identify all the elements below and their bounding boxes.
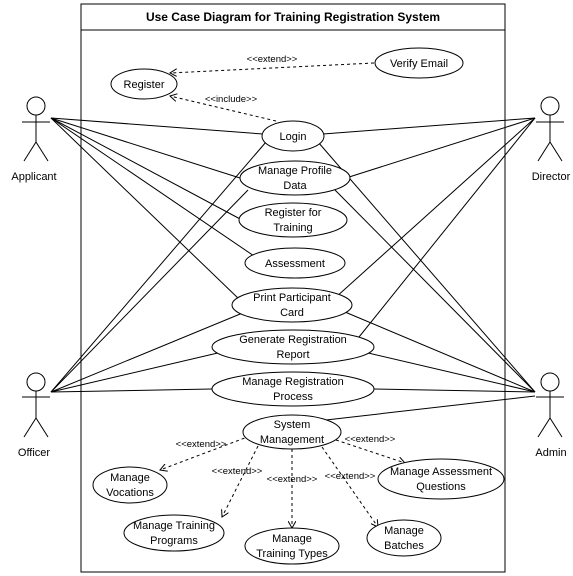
- svg-text:Questions: Questions: [416, 481, 466, 493]
- actor-admin: Admin: [535, 372, 567, 459]
- stick-figure-icon: [536, 96, 564, 162]
- use-case-manage-batches: Manage Batches: [366, 519, 442, 557]
- use-case-verify-email: Verify Email: [374, 47, 464, 79]
- use-case-manage-vocations: Manage Vocations: [92, 466, 168, 504]
- applicant-associations: [50, 117, 264, 301]
- actor-label: Applicant: [11, 171, 56, 183]
- admin-associations: [317, 141, 536, 421]
- label-extend-programs: <<extend>>: [212, 466, 263, 477]
- svg-text:Assessment: Assessment: [265, 258, 325, 270]
- svg-text:Generate Registration: Generate Registration: [239, 334, 347, 346]
- label-extend-types: <<extend>>: [267, 474, 318, 485]
- svg-text:Card: Card: [280, 307, 304, 319]
- svg-text:Print Participant: Print Participant: [253, 292, 331, 304]
- label-extend-verify: <<extend>>: [247, 54, 298, 65]
- svg-text:Vocations: Vocations: [106, 487, 154, 499]
- extend-questions: [335, 439, 405, 463]
- svg-text:Verify Email: Verify Email: [390, 58, 448, 70]
- svg-text:System: System: [274, 419, 311, 431]
- use-case-manage-profile: Manage Profile Data: [239, 160, 351, 196]
- svg-text:Manage Training: Manage Training: [133, 520, 215, 532]
- officer-associations: [50, 141, 267, 393]
- stick-figure-icon: [22, 96, 50, 162]
- svg-text:Manage: Manage: [384, 525, 424, 537]
- svg-text:Report: Report: [276, 349, 309, 361]
- extend-verify-email: [170, 62, 375, 73]
- svg-text:Management: Management: [260, 434, 324, 446]
- actor-label: Admin: [535, 447, 566, 459]
- use-case-manage-process: Manage Registration Process: [211, 371, 375, 407]
- use-case-manage-questions: Manage Assessment Questions: [377, 458, 505, 500]
- svg-text:Login: Login: [280, 131, 307, 143]
- director-associations: [322, 117, 536, 343]
- use-case-assessment: Assessment: [244, 247, 346, 279]
- actor-label: Officer: [18, 447, 51, 459]
- extend-vocations: [160, 435, 251, 470]
- include-login-register: [170, 96, 277, 122]
- svg-text:Process: Process: [273, 391, 313, 403]
- actor-officer: Officer: [18, 372, 51, 459]
- stick-figure-icon: [536, 372, 564, 438]
- use-case-system-management: System Management: [242, 414, 342, 450]
- svg-text:Batches: Batches: [384, 540, 424, 552]
- actor-applicant: Applicant: [11, 96, 57, 183]
- svg-text:Training: Training: [273, 222, 312, 234]
- svg-text:Register for: Register for: [265, 207, 322, 219]
- label-extend-questions: <<extend>>: [345, 434, 396, 445]
- use-case-login: Login: [261, 120, 325, 152]
- label-include-login: <<include>>: [205, 94, 258, 105]
- use-case-manage-programs: Manage Training Programs: [123, 514, 225, 552]
- use-case-generate-report: Generate Registration Report: [211, 329, 375, 365]
- svg-text:Training Types: Training Types: [256, 548, 328, 560]
- svg-text:Manage Profile: Manage Profile: [258, 165, 332, 177]
- svg-text:Manage Registration: Manage Registration: [242, 376, 344, 388]
- extend-programs: [222, 445, 259, 517]
- diagram-title: Use Case Diagram for Training Registrati…: [146, 10, 440, 24]
- use-case-register: Register: [110, 68, 178, 100]
- svg-text:Data: Data: [283, 180, 307, 192]
- label-extend-batches: <<extend>>: [325, 471, 376, 482]
- actor-director: Director: [532, 96, 571, 183]
- dependencies: [160, 62, 405, 528]
- svg-text:Manage: Manage: [110, 472, 150, 484]
- use-case-register-training: Register for Training: [238, 202, 348, 238]
- svg-text:Manage Assessment: Manage Assessment: [390, 466, 492, 478]
- use-case-manage-types: Manage Training Types: [244, 527, 340, 565]
- svg-text:Programs: Programs: [150, 535, 198, 547]
- actor-label: Director: [532, 171, 571, 183]
- svg-text:Register: Register: [124, 79, 165, 91]
- extend-batches: [321, 446, 378, 527]
- svg-text:Manage: Manage: [272, 533, 312, 545]
- stick-figure-icon: [22, 372, 50, 438]
- stereotype-labels: <<extend>> <<include>> <<extend>> <<exte…: [176, 54, 396, 485]
- use-case-print-card: Print Participant Card: [231, 287, 353, 323]
- label-extend-vocations: <<extend>>: [176, 439, 227, 450]
